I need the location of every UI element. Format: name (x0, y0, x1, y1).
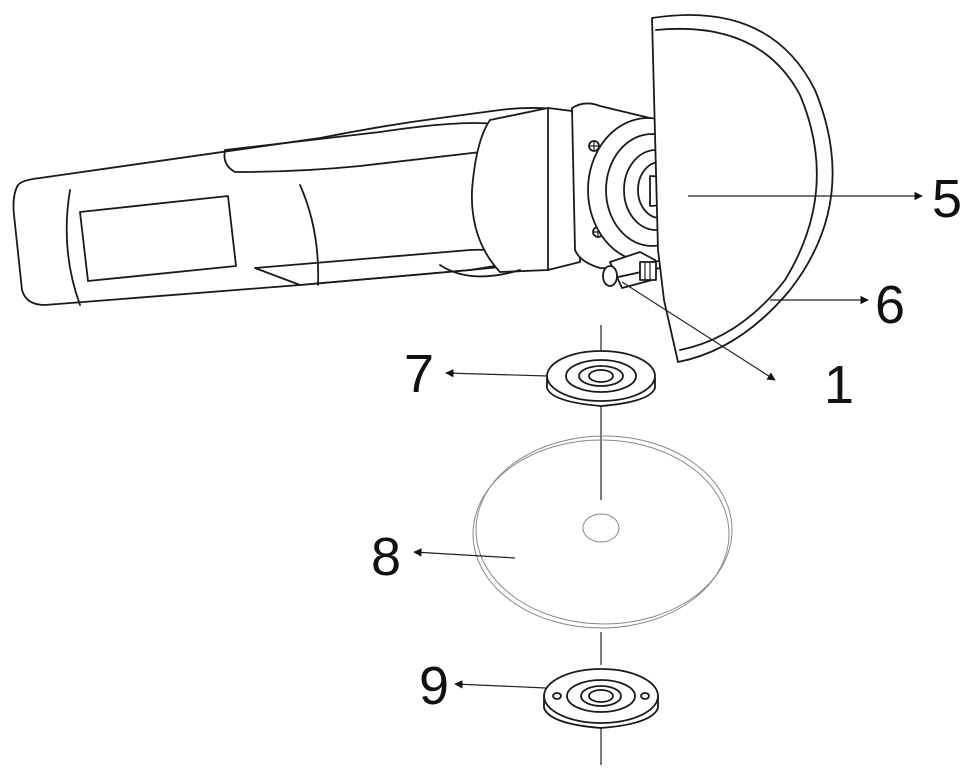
label-7: 7 (404, 344, 434, 404)
guard-clamp-screw (602, 251, 661, 289)
angle-grinder-body (12, 102, 653, 306)
label-9: 9 (419, 656, 449, 716)
leader-lines (413, 191, 923, 689)
leader-9 (454, 680, 547, 689)
leader-1 (621, 281, 776, 381)
label-8: 8 (371, 527, 401, 587)
label-6: 6 (875, 275, 905, 335)
wheel-guard (651, 14, 834, 363)
callouts: 5 6 1 7 8 9 (371, 169, 962, 716)
grinding-disc (472, 435, 733, 629)
inner-flange (546, 350, 656, 407)
label-5: 5 (932, 169, 962, 229)
leader-7 (445, 369, 549, 378)
label-1: 1 (824, 355, 854, 415)
outer-flange-nut (543, 668, 659, 729)
leader-8 (413, 548, 516, 559)
